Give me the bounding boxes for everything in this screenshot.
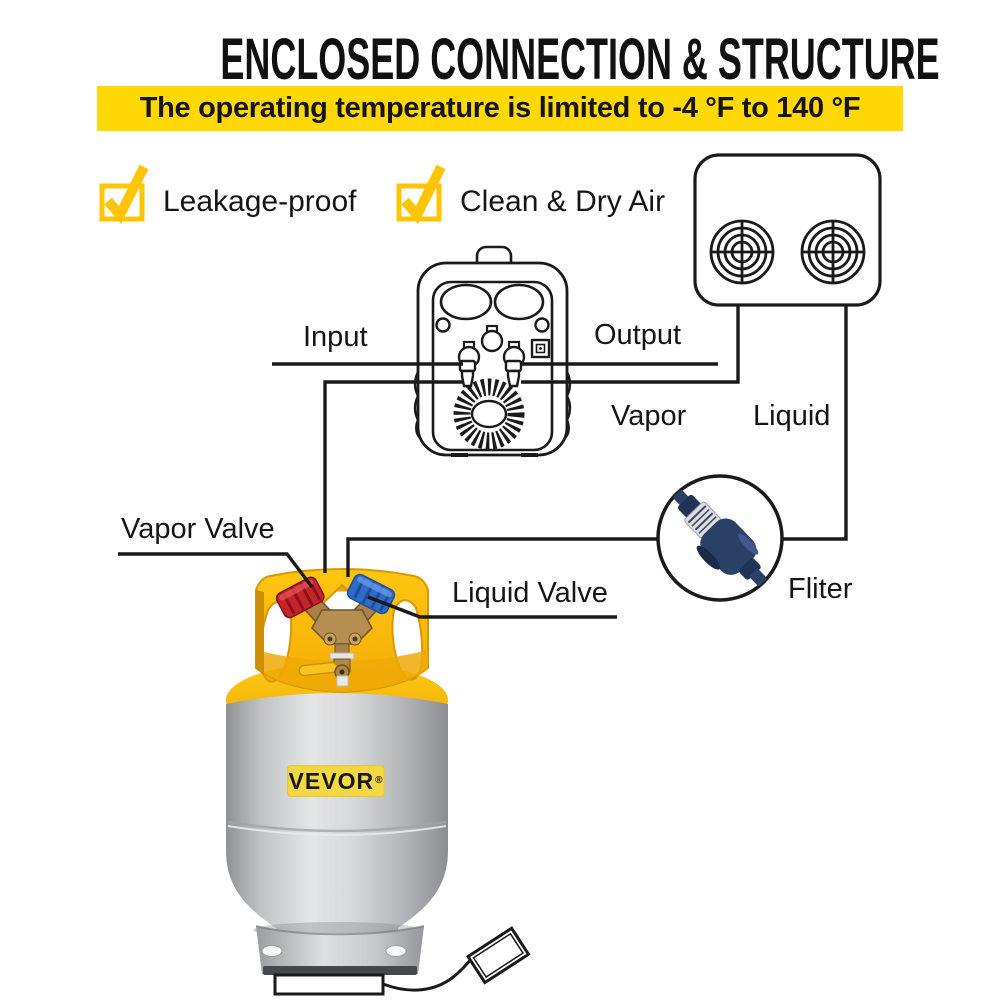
service-valve-nut-hole — [339, 669, 345, 675]
machine-light-right — [534, 317, 550, 333]
machine-foot-left — [451, 453, 468, 457]
page-title-text: ENCLOSED CONNECTION & STRUCTURE — [220, 27, 940, 92]
condenser-unit-drawing — [693, 153, 882, 307]
tank-foot-ring — [256, 926, 424, 974]
feature-clean-dry-air: Clean & Dry Air — [396, 159, 666, 224]
liquid-line-to-tank — [346, 537, 658, 577]
vapor-return-line — [521, 305, 740, 384]
recovery-machine-drawing — [413, 245, 572, 457]
temperature-banner: The operating temperature is limited to … — [97, 86, 903, 131]
machine-grip-right — [564, 371, 572, 439]
valve-base-fitting — [336, 675, 349, 687]
condenser-box — [693, 153, 882, 307]
fan-grille-left-icon — [709, 219, 775, 285]
page-title: ENCLOSED CONNECTION & STRUCTURE — [0, 26, 1000, 93]
feature-label: Clean & Dry Air — [460, 185, 666, 218]
output-label: Output — [594, 319, 682, 351]
vapor-valve-label: Vapor Valve — [121, 513, 275, 545]
machine-power-switch — [530, 338, 551, 359]
vapor-valve-pointer-line — [118, 552, 314, 589]
machine-output-port — [504, 359, 523, 388]
machine-gauge-left — [439, 283, 493, 321]
machine-light-left — [435, 317, 451, 333]
brand-label: VEVOR® — [287, 765, 385, 797]
input-label: Input — [303, 321, 368, 353]
brand-name: VEVOR — [288, 767, 375, 794]
base-plate-outline — [273, 973, 385, 996]
machine-gauge-right — [493, 283, 545, 321]
machine-knob-center — [480, 324, 504, 353]
valve-stem — [334, 643, 350, 654]
fan-grille-right-icon — [800, 219, 866, 285]
filter-drier — [673, 490, 767, 586]
machine-foot-right — [521, 453, 538, 457]
tank-foot-bottom-band — [263, 966, 417, 975]
tank-seam-highlight — [227, 825, 447, 836]
valve-port-right-hole — [352, 636, 358, 642]
vapor-valve-hose-line — [323, 380, 463, 573]
tank-seam — [227, 820, 447, 833]
checkbox-check-icon — [99, 164, 149, 224]
temperature-banner-text: The operating temperature is limited to … — [139, 92, 861, 124]
valve-ring — [329, 652, 355, 660]
liquid-line-down — [782, 305, 848, 541]
checkbox-check-icon — [396, 164, 446, 224]
filter-label: Fliter — [788, 573, 853, 605]
foot-slot-right — [385, 945, 407, 957]
machine-fan-vent — [453, 378, 525, 450]
vapor-label: Vapor — [611, 400, 687, 432]
sensor-cable — [382, 956, 475, 992]
machine-grip-left — [413, 371, 421, 439]
tank-body — [226, 693, 448, 933]
liquid-label: Liquid — [753, 400, 831, 432]
valve-port-left-hole — [327, 636, 333, 642]
connection-lines — [118, 305, 848, 619]
hang-tag-outline — [465, 926, 531, 985]
liquid-valve-pointer-line — [367, 595, 617, 619]
feature-label: Leakage-proof — [163, 185, 357, 218]
vapor-valve-knob — [275, 576, 325, 619]
feature-leakage-proof: Leakage-proof — [99, 159, 357, 224]
machine-input-port — [458, 359, 477, 388]
y-valve-assembly — [275, 573, 396, 687]
filter-magnifier — [656, 474, 784, 602]
collar-left-fold — [256, 590, 264, 676]
foot-slot-left — [261, 945, 283, 957]
tank-foot-edge — [255, 925, 425, 936]
recovery-tank — [226, 568, 531, 996]
liquid-valve-label: Liquid Valve — [452, 577, 608, 609]
